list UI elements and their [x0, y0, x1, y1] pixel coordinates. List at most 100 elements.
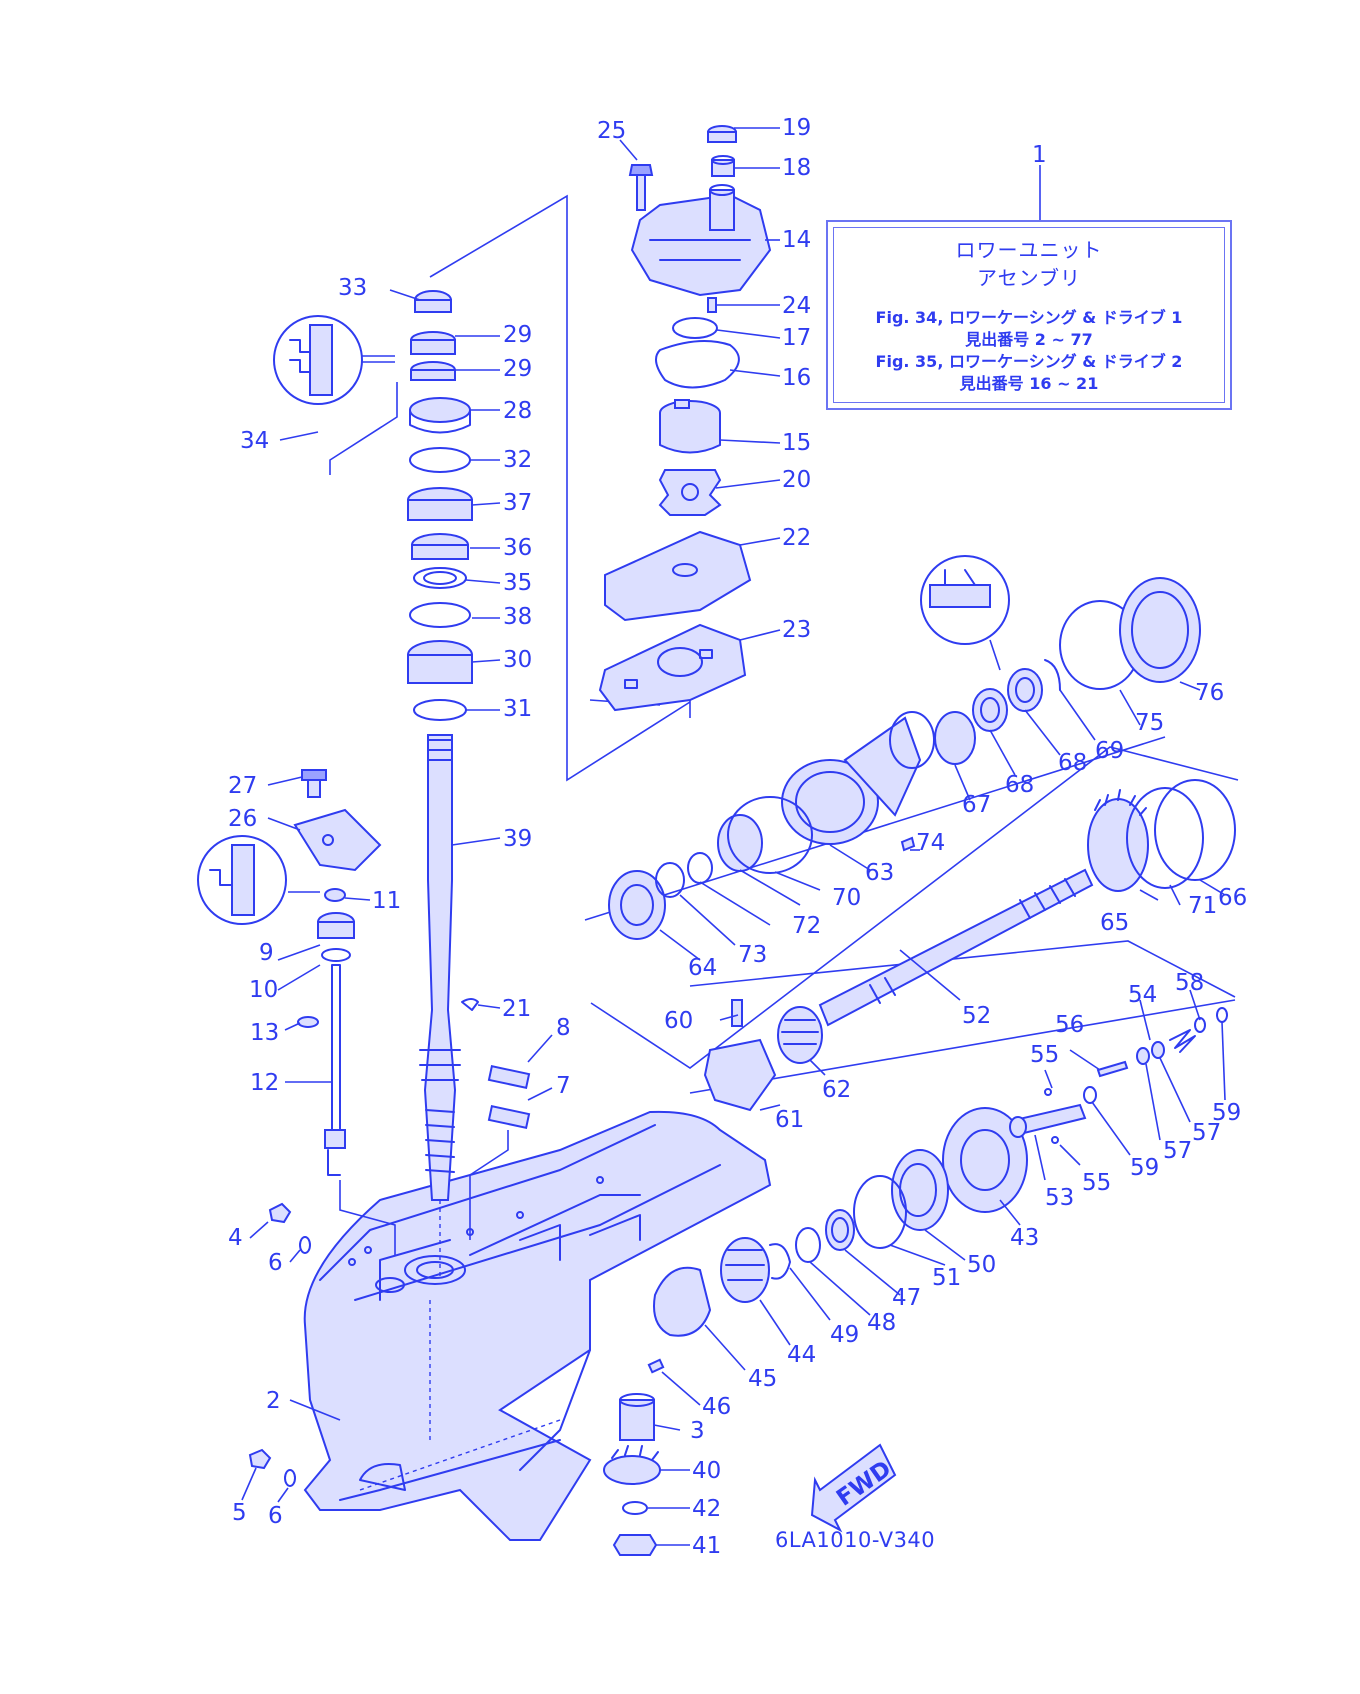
part-label: 48 [867, 1310, 896, 1336]
assembly-reference-box: ロワーユニット アセンブリ Fig. 34, ロワーケーシング & ドライブ 1… [826, 220, 1232, 410]
part-label: 40 [692, 1458, 721, 1484]
part-label: 54 [1128, 982, 1157, 1008]
part-label: 31 [503, 696, 532, 722]
part-label: 58 [1175, 970, 1204, 996]
part-label: 45 [748, 1366, 777, 1392]
figure-reference-1: Fig. 34, ロワーケーシング & ドライブ 1 [875, 308, 1183, 327]
part-label: 59 [1212, 1100, 1241, 1126]
part-label: 25 [597, 118, 626, 144]
part-label: 50 [967, 1252, 996, 1278]
part-label: 34 [240, 428, 269, 454]
part-label: 19 [782, 115, 811, 141]
part-label: 12 [250, 1070, 279, 1096]
part-label: 21 [502, 996, 531, 1022]
part-label: 27 [228, 773, 257, 799]
part-label: 10 [249, 977, 278, 1003]
shift-rod-parts [293, 769, 531, 1255]
clip-detail-insets [197, 315, 1010, 925]
part-label: 38 [503, 604, 532, 630]
part-label: 8 [556, 1015, 571, 1041]
part-label: 62 [822, 1077, 851, 1103]
lower-casing [303, 1110, 772, 1541]
part-label: 18 [782, 155, 811, 181]
part-number-labels: 1 2 3 4 5 6 6 7 8 9 10 11 12 13 14 15 16… [228, 115, 1247, 1559]
part-label: 23 [782, 617, 811, 643]
part-label: 15 [782, 430, 811, 456]
part-label: 70 [832, 885, 861, 911]
part-label: 57 [1163, 1138, 1192, 1164]
part-label: 65 [1100, 910, 1129, 936]
fwd-arrow: FWD [810, 1443, 897, 1533]
part-label: 49 [830, 1322, 859, 1348]
part-label: 76 [1195, 680, 1224, 706]
part-label: 32 [503, 447, 532, 473]
part-label: 72 [792, 913, 821, 939]
part-label: 14 [782, 227, 811, 253]
part-label: 20 [782, 467, 811, 493]
part-label: 30 [503, 647, 532, 673]
part-label: 66 [1218, 885, 1247, 911]
part-label: 52 [962, 1003, 991, 1029]
figure-reference-2: Fig. 35, ロワーケーシング & ドライブ 2 [875, 352, 1183, 371]
part-label: 36 [503, 535, 532, 561]
water-pump-stack [598, 125, 772, 712]
part-label: 29 [503, 322, 532, 348]
part-label: 64 [688, 955, 717, 981]
part-label: 46 [702, 1394, 731, 1420]
part-label: 59 [1130, 1155, 1159, 1181]
part-label: 26 [228, 806, 257, 832]
part-label: 39 [503, 826, 532, 852]
part-label: 63 [865, 860, 894, 886]
part-label: 33 [338, 275, 367, 301]
part-label: 44 [787, 1342, 816, 1368]
part-label: 3 [690, 1418, 705, 1444]
assembly-subtitle: アセンブリ [977, 266, 1081, 290]
reference-box-inner-border [833, 227, 1225, 403]
part-label: 4 [228, 1225, 243, 1251]
part-label: 17 [782, 325, 811, 351]
assembly-title: ロワーユニット [955, 238, 1103, 262]
part-label: 13 [250, 1020, 279, 1046]
part-label: 68 [1058, 750, 1087, 776]
part-label: 68 [1005, 772, 1034, 798]
part-label: 6 [268, 1250, 283, 1276]
part-label: 16 [782, 365, 811, 391]
part-label: 2 [266, 1388, 281, 1414]
part-label: 75 [1135, 710, 1164, 736]
part-label: 35 [503, 570, 532, 596]
part-label: 43 [1010, 1225, 1039, 1251]
part-label: 29 [503, 356, 532, 382]
part-label: 69 [1095, 738, 1124, 764]
part-label: 51 [932, 1265, 961, 1291]
part-label: 73 [738, 942, 767, 968]
part-label: 61 [775, 1107, 804, 1133]
part-label: 71 [1188, 893, 1217, 919]
part-label: 37 [503, 490, 532, 516]
figure-reference-1-range: 見出番号 2 ~ 77 [965, 330, 1093, 349]
part-label: 47 [892, 1285, 921, 1311]
leader-lines [241, 127, 1226, 1546]
part-label: 22 [782, 525, 811, 551]
part-label: 55 [1082, 1170, 1111, 1196]
drive-shaft-stack [407, 290, 473, 1280]
part-label: 57 [1192, 1120, 1221, 1146]
part-label: 42 [692, 1496, 721, 1522]
part-label: 53 [1045, 1185, 1074, 1211]
part-label: 60 [664, 1008, 693, 1034]
part-label: 11 [372, 888, 401, 914]
part-label: 41 [692, 1533, 721, 1559]
part-label: 9 [259, 940, 274, 966]
part-label: 7 [556, 1073, 571, 1099]
part-label: 24 [782, 293, 811, 319]
part-label: 6 [268, 1503, 283, 1529]
part-label: 1 [1032, 142, 1047, 168]
part-label: 67 [962, 792, 991, 818]
part-label: 74 [916, 830, 945, 856]
diagram-code: 6LA1010-V340 [775, 1528, 935, 1552]
prop-shaft-gears [248, 577, 1236, 1556]
figure-reference-2-range: 見出番号 16 ~ 21 [959, 374, 1099, 393]
part-label: 28 [503, 398, 532, 424]
part-label: 56 [1055, 1012, 1084, 1038]
part-label: 5 [232, 1500, 247, 1526]
